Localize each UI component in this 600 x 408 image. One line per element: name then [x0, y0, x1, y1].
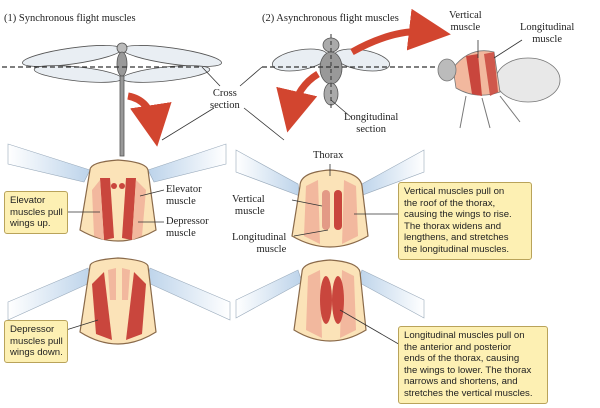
callout-depressor: Depressor muscles pull wings down. [4, 320, 68, 363]
label-depressor-muscle: Depressor muscle [166, 216, 209, 239]
label-longitudinal-muscle-top: Longitudinal muscle [520, 22, 575, 45]
label-thorax: Thorax [313, 150, 344, 161]
sync-section-down [7, 257, 231, 345]
sync-section-up [7, 143, 227, 242]
label-vertical-muscle-top: Vertical muscle [449, 10, 482, 33]
label-longitudinal-section: Longitudinal section [344, 112, 399, 135]
label-cross-section: Cross section [210, 88, 240, 111]
callout-elevator: Elevator muscles pull wings up. [4, 191, 68, 234]
label-leaders [65, 164, 403, 347]
fly-illustration [271, 37, 391, 106]
dragonfly-illustration [22, 42, 222, 157]
label-elevator-muscle: Elevator muscle [166, 184, 202, 207]
leader-longitudinal-section [330, 99, 353, 119]
sync-rotation-arrow [127, 92, 172, 147]
sync-panel-title: (1) Synchronous flight muscles [4, 13, 136, 24]
fly-3d-thorax [437, 39, 561, 129]
label-vertical-muscle: Vertical muscle [232, 194, 265, 217]
label-longitudinal-muscle: Longitudinal muscle [232, 232, 287, 255]
cross-section-leaders [161, 66, 285, 141]
async-section-down [235, 259, 425, 342]
async-arrow-right [350, 8, 451, 56]
callout-longitudinal-muscles: Longitudinal muscles pull on the anterio… [398, 326, 548, 404]
async-arrow-down [276, 70, 320, 133]
async-panel-title: (2) Asynchronous flight muscles [262, 13, 399, 24]
async-section-up [235, 149, 425, 248]
callout-vertical-muscles: Vertical muscles pull on the roof of the… [398, 182, 532, 260]
